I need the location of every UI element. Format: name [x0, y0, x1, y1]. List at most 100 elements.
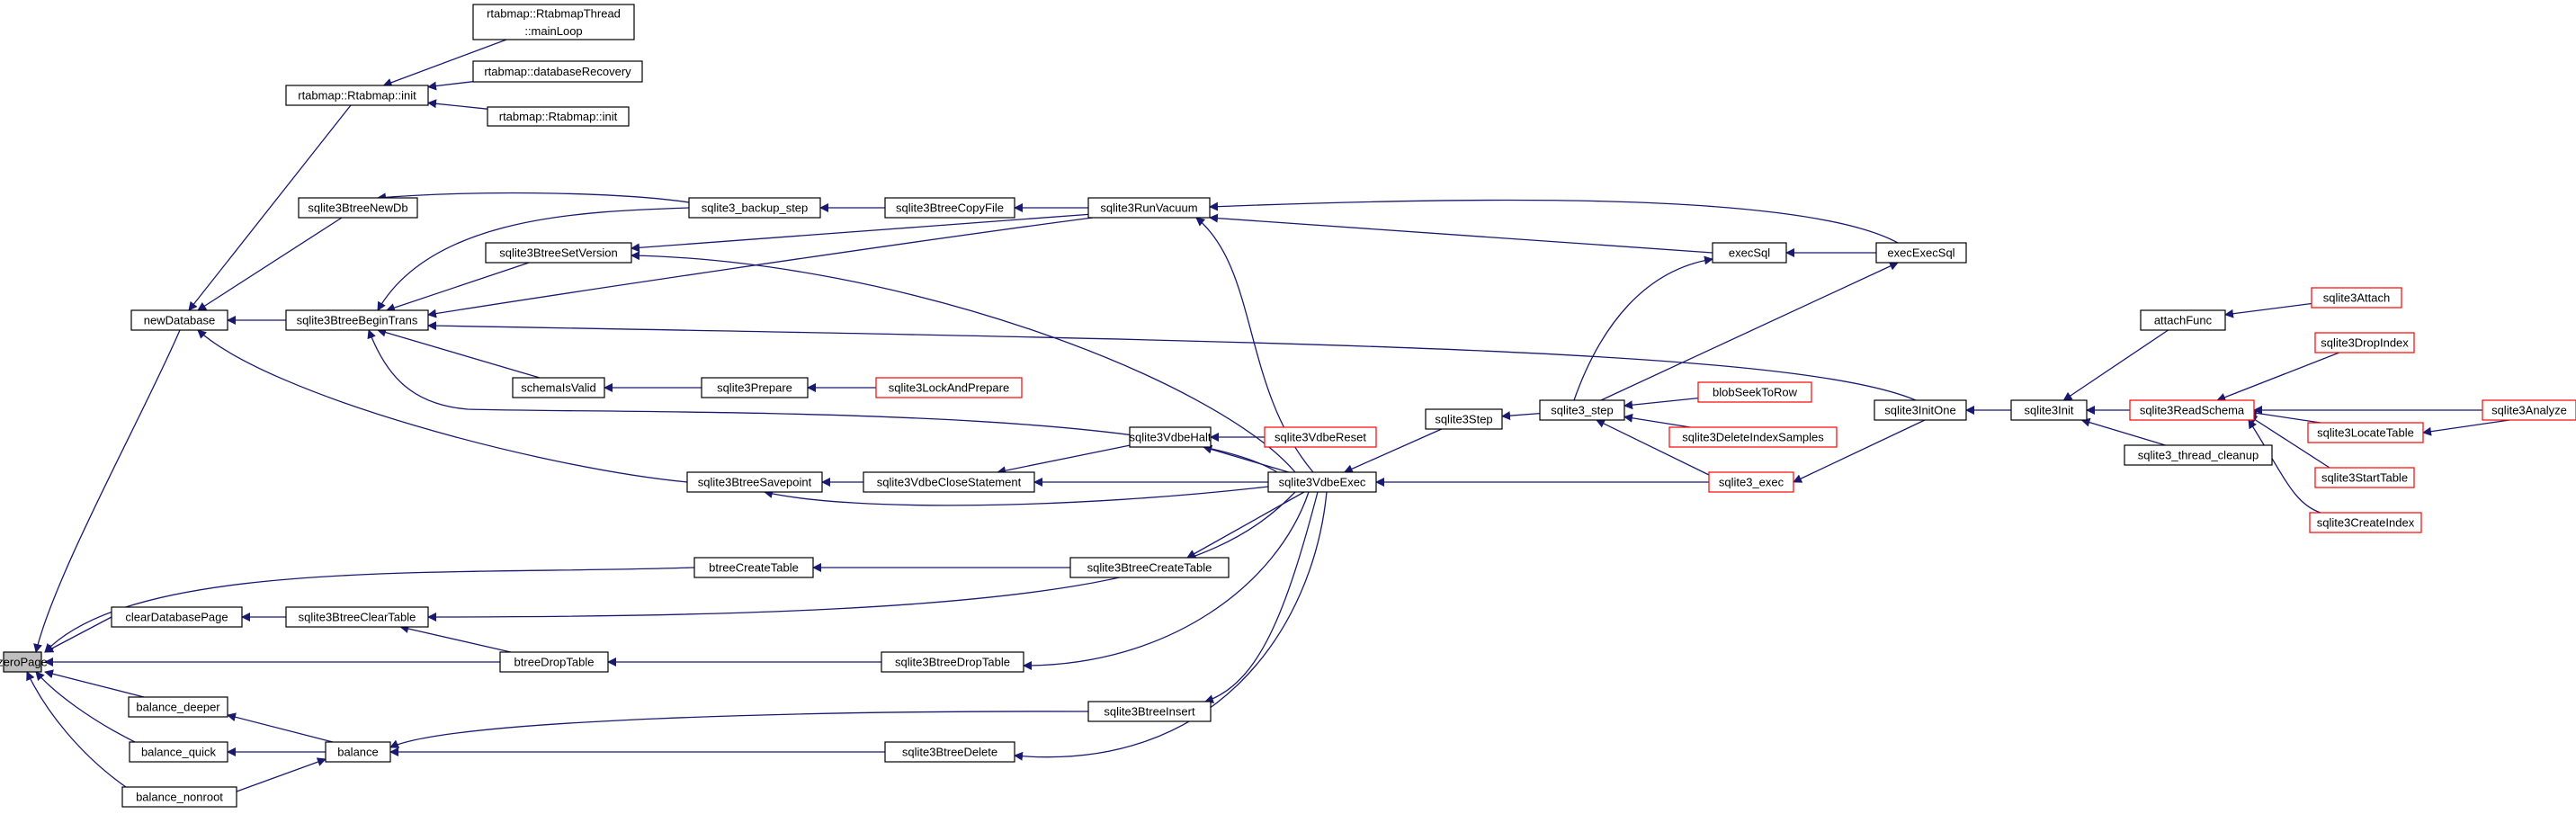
node-sqlite3BtreeBeginTrans[interactable]: sqlite3BtreeBeginTrans [285, 309, 429, 331]
node-box [881, 651, 1024, 673]
node-btreeDropTable[interactable]: btreeDropTable [499, 651, 609, 673]
node-balance_nonroot[interactable]: balance_nonroot [121, 786, 237, 808]
node-sqlite3_thread_cleanup[interactable]: sqlite3_thread_cleanup [2124, 444, 2273, 466]
edge-blobSeekToRow-to-sqlite3_step [1623, 397, 1699, 410]
node-box [2129, 399, 2255, 421]
node-box [121, 786, 237, 808]
node-sqlite3VdbeReset[interactable]: sqlite3VdbeReset [1264, 426, 1377, 448]
edge-sqlite3Attach-to-attachFunc [2224, 302, 2312, 318]
node-balance_deeper[interactable]: balance_deeper [128, 696, 228, 718]
node-sqlite3BtreeSetVersion[interactable]: sqlite3BtreeSetVersion [485, 242, 632, 264]
node-sqlite3BtreeCreateTable[interactable]: sqlite3BtreeCreateTable [1069, 557, 1230, 578]
edge-sqlite3_step-to-execExecSql [1600, 262, 1899, 401]
edge-sqlite3_step-to-execSql [1573, 255, 1713, 401]
node-box [285, 606, 429, 628]
node-sqlite3BtreeDelete[interactable]: sqlite3BtreeDelete [884, 741, 1015, 763]
node-sqlite3VdbeCloseStatement[interactable]: sqlite3VdbeCloseStatement [863, 471, 1035, 493]
node-sqlite3BtreeSavepoint[interactable]: sqlite3BtreeSavepoint [686, 471, 823, 493]
node-label: sqlite3VdbeHalt [1129, 431, 1211, 444]
node-attachFunc[interactable]: attachFunc [2140, 309, 2226, 331]
node-label: rtabmap::Rtabmap::init [499, 110, 618, 123]
node-sqlite3LocateTable[interactable]: sqlite3LocateTable [2307, 422, 2424, 443]
node-sqlite3Init[interactable]: sqlite3Init [2010, 399, 2088, 421]
node-box [472, 60, 643, 83]
edge-rtabmap_init-to-newDatabase [188, 104, 352, 311]
edge-sqlite3BtreeNewDb-to-newDatabase [197, 217, 343, 311]
node-sqlite3BtreeCopyFile[interactable]: sqlite3BtreeCopyFile [884, 197, 1015, 219]
node-sqlite3_backup_step[interactable]: sqlite3_backup_step [688, 197, 821, 219]
node-rtabmap_ctor[interactable]: rtabmap::Rtabmap::init [487, 106, 630, 127]
node-label: sqlite3Attach [2323, 291, 2390, 305]
node-blobSeekToRow[interactable]: blobSeekToRow [1697, 381, 1812, 403]
node-sqlite3Prepare[interactable]: sqlite3Prepare [701, 377, 809, 398]
edge-sqlite3_thread_cleanup-to-sqlite3Init [2080, 417, 2166, 446]
node-rtabmap_thread[interactable]: rtabmap::RtabmapThread::mainLoop [472, 4, 635, 40]
node-balance[interactable]: balance [325, 741, 391, 763]
node-box [884, 197, 1015, 219]
node-sqlite3BtreeInsert[interactable]: sqlite3BtreeInsert [1087, 701, 1212, 722]
node-label: sqlite3BtreeClearTable [299, 611, 416, 624]
edge-btreeDropTable-to-sqlite3BtreeClearTable [399, 624, 511, 653]
node-label: sqlite3_exec [1719, 476, 1784, 489]
node-rtabmap_recovery[interactable]: rtabmap::databaseRecovery [472, 60, 643, 83]
node-label: rtabmap::Rtabmap::init [298, 89, 416, 103]
node-sqlite3DeleteIndexSamples[interactable]: sqlite3DeleteIndexSamples [1668, 426, 1838, 448]
node-clearDatabasePage[interactable]: clearDatabasePage [111, 606, 243, 628]
node-sqlite3BtreeClearTable[interactable]: sqlite3BtreeClearTable [285, 606, 429, 628]
node-box [1874, 399, 1967, 421]
node-label: btreeCreateTable [709, 561, 799, 575]
node-rtabmap_init[interactable]: rtabmap::Rtabmap::init [285, 85, 429, 106]
node-sqlite3_exec[interactable]: sqlite3_exec [1708, 471, 1794, 493]
node-box [2314, 332, 2415, 353]
node-balance_quick[interactable]: balance_quick [129, 741, 228, 763]
edge-sqlite3VdbeExec-to-sqlite3BtreeSetVersion [631, 251, 1296, 473]
node-btreeCreateTable[interactable]: btreeCreateTable [693, 557, 814, 578]
node-box [128, 696, 228, 718]
node-label: sqlite3DropIndex [2321, 336, 2409, 350]
edge-sqlite3VdbeExec-to-sqlite3BtreeBeginTrans [367, 329, 1278, 473]
node-sqlite3_step[interactable]: sqlite3_step [1539, 399, 1625, 421]
node-box [1267, 471, 1377, 493]
edge-execExecSql-to-sqlite3RunVacuum [1209, 199, 1899, 244]
node-box [111, 606, 243, 628]
node-sqlite3BtreeNewDb[interactable]: sqlite3BtreeNewDb [298, 197, 418, 219]
node-sqlite3VdbeHalt[interactable]: sqlite3VdbeHalt [1129, 426, 1212, 448]
node-sqlite3Analyze[interactable]: sqlite3Analyze [2482, 399, 2576, 421]
node-sqlite3Attach[interactable]: sqlite3Attach [2311, 287, 2402, 309]
edge-sqlite3RunVacuum-to-sqlite3BtreeSetVersion [631, 213, 1094, 253]
node-label: sqlite3Step [1435, 413, 1492, 426]
node-sqlite3BtreeDropTable[interactable]: sqlite3BtreeDropTable [881, 651, 1024, 673]
node-zeroPage[interactable]: zeroPage [0, 651, 48, 673]
node-box [499, 651, 609, 673]
node-label: zeroPage [0, 656, 48, 669]
node-label: sqlite3VdbeCloseStatement [877, 476, 1022, 489]
node-sqlite3ReadSchema[interactable]: sqlite3ReadSchema [2129, 399, 2255, 421]
edge-sqlite3VdbeExec-to-sqlite3BtreeSavepoint [764, 486, 1269, 506]
node-label: btreeDropTable [514, 656, 595, 669]
edge-newDatabase-to-zeroPage [33, 329, 181, 653]
node-label: sqlite3Prepare [717, 381, 792, 395]
node-label: sqlite3Analyze [2491, 404, 2567, 417]
edge-sqlite3DropIndex-to-sqlite3ReadSchema [2216, 352, 2340, 402]
node-sqlite3RunVacuum[interactable]: sqlite3RunVacuum [1087, 197, 1211, 219]
node-sqlite3InitOne[interactable]: sqlite3InitOne [1874, 399, 1967, 421]
node-execExecSql[interactable]: execExecSql [1875, 242, 1967, 264]
node-sqlite3CreateIndex[interactable]: sqlite3CreateIndex [2309, 512, 2422, 533]
node-sqlite3Step[interactable]: sqlite3Step [1425, 408, 1503, 430]
node-label: sqlite3Init [2025, 404, 2074, 417]
node-label: balance_deeper [136, 701, 220, 714]
node-sqlite3StartTable[interactable]: sqlite3StartTable [2314, 467, 2415, 488]
node-sqlite3LockAndPrepare[interactable]: sqlite3LockAndPrepare [875, 377, 1023, 398]
node-newDatabase[interactable]: newDatabase [130, 309, 228, 331]
node-schemaIsValid[interactable]: schemaIsValid [512, 377, 605, 398]
node-box [3, 651, 42, 673]
node-sqlite3VdbeExec[interactable]: sqlite3VdbeExec [1267, 471, 1377, 493]
node-execSql[interactable]: execSql [1712, 242, 1787, 264]
node-label: schemaIsValid [521, 381, 596, 395]
node-sqlite3DropIndex[interactable]: sqlite3DropIndex [2314, 332, 2415, 353]
edge-balance_nonroot-to-balance [236, 757, 326, 792]
node-box [130, 309, 228, 331]
node-box [285, 85, 429, 106]
node-box [2314, 467, 2415, 488]
node-label: sqlite3ReadSchema [2140, 404, 2245, 417]
